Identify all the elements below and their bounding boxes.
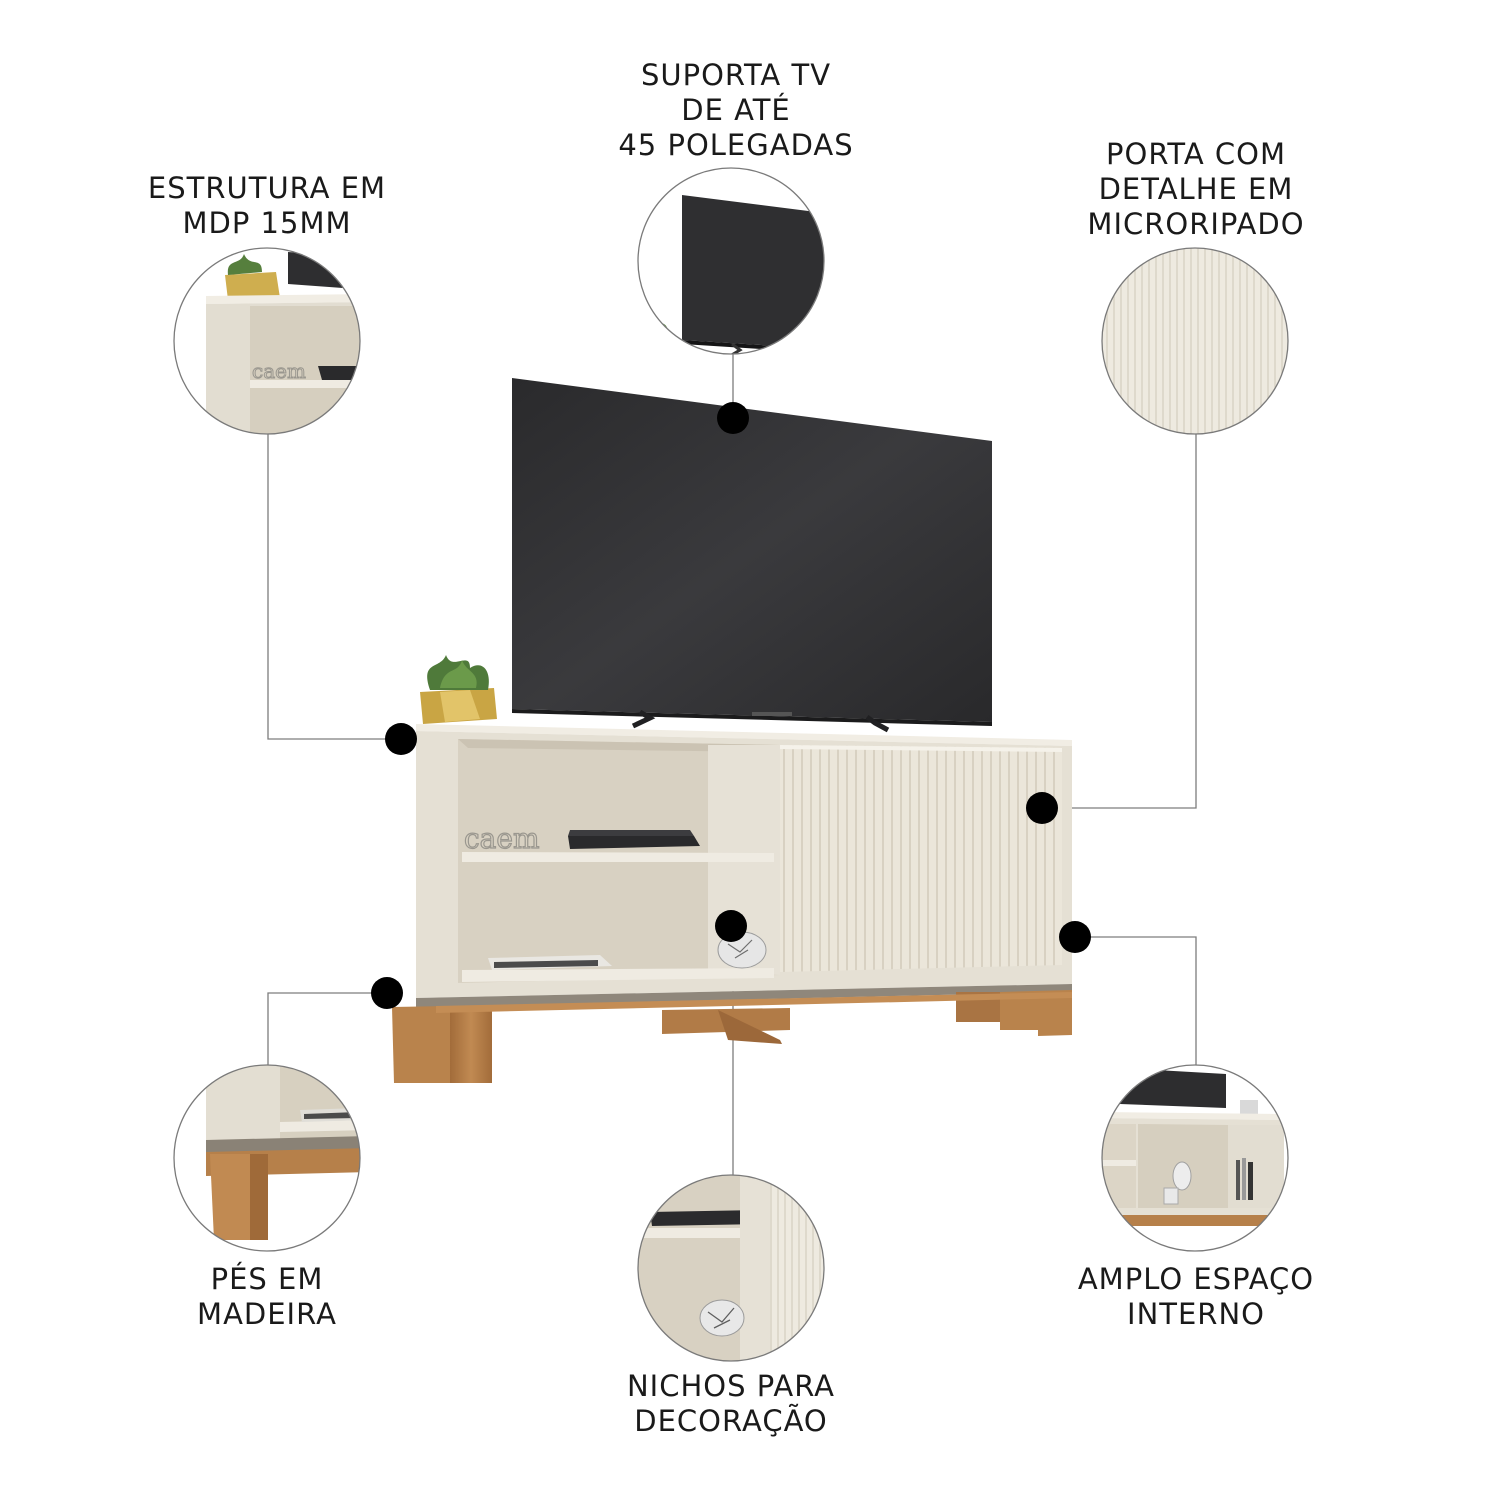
callout-structure-line-1: ESTRUTURA EM	[147, 171, 387, 205]
decor-logo: caem	[464, 822, 540, 855]
wooden-feet	[392, 990, 1072, 1083]
tv-cabinet: caem	[392, 724, 1072, 1083]
tv-stand-right	[865, 715, 890, 733]
callout-tv-line-3: 45 POLEGADAS	[618, 128, 854, 162]
marker-tv	[717, 402, 749, 434]
ribbed-door	[780, 745, 1062, 972]
detail-structure: caem	[173, 247, 361, 435]
callout-feet: PÉS EM MADEIRA	[117, 1262, 417, 1332]
television	[512, 378, 992, 733]
callout-niches: NICHOS PARA DECORAÇÃO	[581, 1369, 881, 1439]
callout-tv-support: SUPORTA TV DE ATÉ 45 POLEGADAS	[586, 58, 886, 163]
middle-shelf	[462, 852, 774, 862]
decor-plant	[420, 655, 497, 724]
callout-feet-line-1: PÉS EM	[210, 1262, 324, 1296]
detail-logo: caem	[252, 359, 306, 383]
tv-screen	[512, 378, 992, 722]
callout-structure: ESTRUTURA EM MDP 15MM	[117, 171, 417, 241]
detail-niches	[637, 1174, 825, 1362]
callout-space-line-2: INTERNO	[1127, 1297, 1265, 1331]
marker-structure	[385, 723, 417, 755]
callout-door-line-2: DETALHE EM	[1098, 172, 1294, 206]
callout-tv-line-2: DE ATÉ	[681, 93, 791, 127]
callout-door-line-3: MICRORIPADO	[1087, 207, 1305, 241]
tv-stand-left	[631, 709, 656, 729]
callout-tv-line-1: SUPORTA TV	[640, 58, 832, 92]
decor-console	[568, 836, 700, 849]
marker-door	[1026, 792, 1058, 824]
callout-feet-line-2: MADEIRA	[197, 1297, 337, 1331]
leader-space	[1075, 936, 1197, 1065]
callout-space: AMPLO ESPAÇO INTERNO	[1046, 1262, 1346, 1332]
detail-door	[1101, 247, 1289, 435]
marker-space	[1059, 921, 1091, 953]
leader-feet	[267, 992, 387, 1065]
callout-door-line-1: PORTA COM	[1106, 137, 1286, 171]
callout-niches-line-2: DECORAÇÃO	[634, 1404, 828, 1438]
leader-door	[1042, 434, 1197, 809]
callout-space-line-1: AMPLO ESPAÇO	[1077, 1262, 1315, 1296]
detail-space	[1101, 1064, 1289, 1252]
detail-tv	[637, 167, 825, 355]
tv-brand-plate	[752, 712, 792, 716]
leader-structure	[267, 434, 400, 740]
markers	[371, 402, 1091, 1009]
marker-feet	[371, 977, 403, 1009]
cabinet-top	[416, 724, 1072, 746]
callout-niches-line-1: NICHOS PARA	[626, 1369, 836, 1403]
callout-door: PORTA COM DETALHE EM MICRORIPADO	[1046, 137, 1346, 242]
callout-structure-line-2: MDP 15MM	[182, 206, 352, 240]
marker-niche	[715, 910, 747, 942]
cabinet-base	[416, 984, 1072, 1007]
detail-feet	[173, 1064, 361, 1252]
